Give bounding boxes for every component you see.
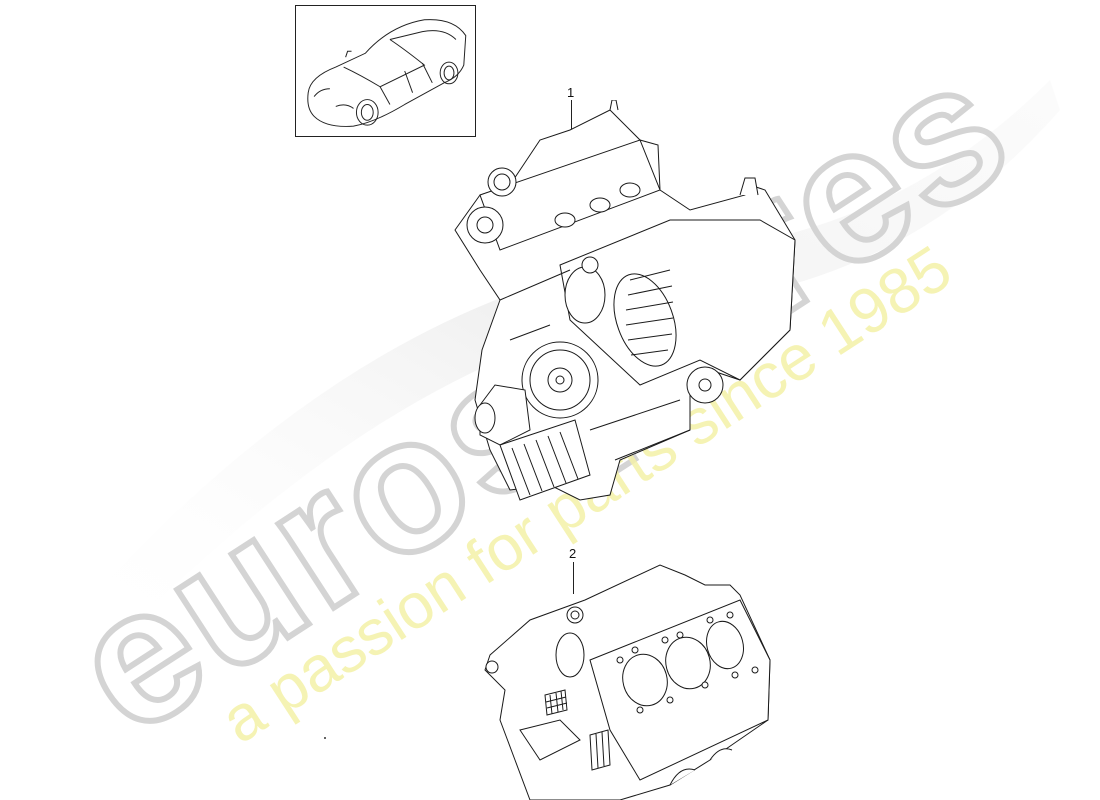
short-block-illustration[interactable] bbox=[470, 560, 780, 800]
car-icon bbox=[307, 19, 467, 127]
engine-assembly-illustration[interactable] bbox=[440, 100, 800, 540]
callout-2-leader bbox=[573, 562, 574, 594]
callout-1-leader bbox=[571, 100, 572, 132]
callout-2-label[interactable]: 2 bbox=[569, 546, 577, 561]
stray-mark bbox=[324, 737, 326, 739]
vehicle-thumbnail[interactable] bbox=[295, 5, 476, 137]
callout-1-label[interactable]: 1 bbox=[567, 85, 575, 100]
